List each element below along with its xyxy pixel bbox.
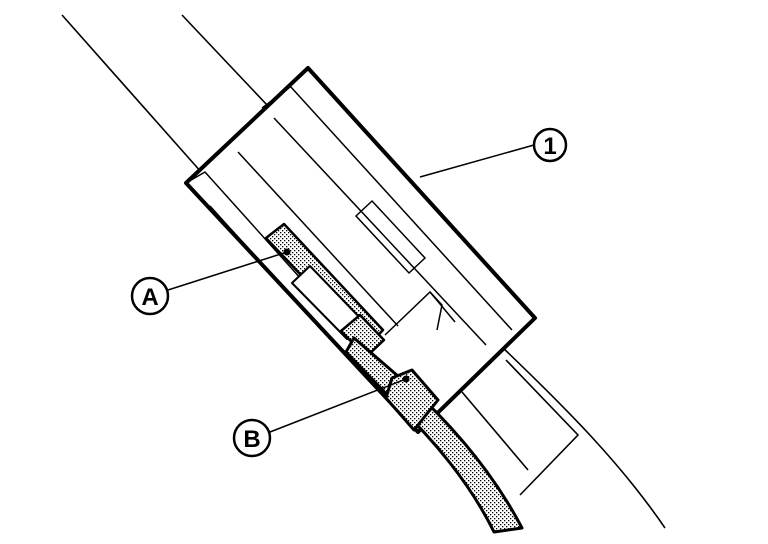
leader-a	[167, 251, 288, 291]
pipe-left-edge	[61, 14, 203, 174]
wire-harness-b	[344, 336, 524, 534]
housing-window	[354, 199, 427, 275]
callout-part-1-label: 1	[543, 133, 556, 160]
connector-sleeve	[461, 359, 580, 496]
housing-top-ridge	[261, 86, 291, 109]
callout-a-label: A	[141, 284, 158, 311]
housing-body	[184, 66, 537, 434]
callout-b-label: B	[243, 426, 260, 453]
leader-lines	[167, 144, 535, 433]
leader-part-1	[419, 144, 535, 178]
pipe-right-edge	[181, 14, 269, 107]
callout-part-1: 1	[532, 127, 568, 163]
lock-lever-a	[264, 222, 386, 359]
connector-housing	[184, 66, 537, 434]
pipe-outline	[61, 14, 666, 529]
leader-b-dot	[402, 375, 410, 383]
wire-grommet	[384, 368, 440, 432]
leader-a-dot	[283, 248, 291, 256]
callout-a: A	[130, 276, 170, 316]
pipe-right-edge-lower	[499, 344, 666, 529]
leader-b	[269, 378, 407, 433]
housing-details	[209, 85, 513, 346]
callout-b: B	[232, 418, 272, 458]
